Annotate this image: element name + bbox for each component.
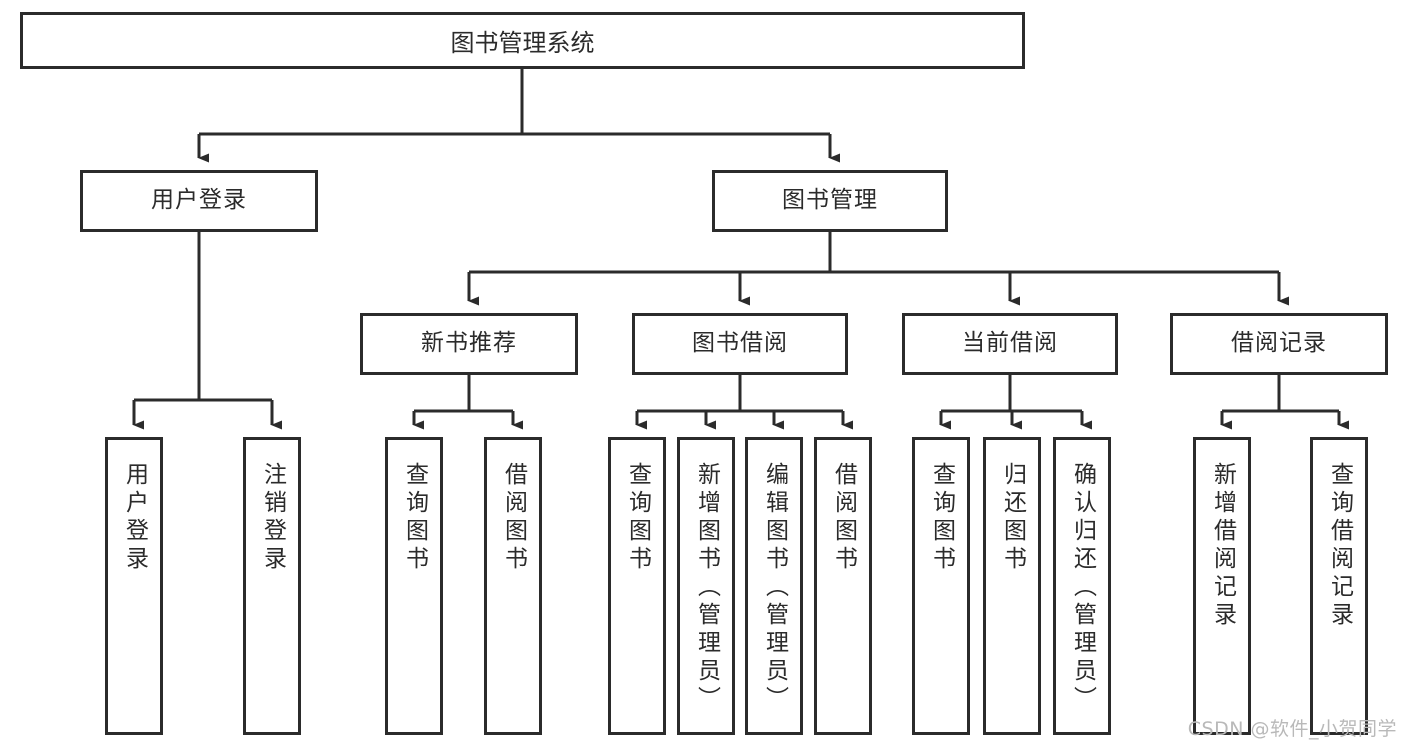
node-leaf-edit-book-admin[interactable]: 编辑图书（管理员） <box>745 437 803 735</box>
node-leaf-logout[interactable]: 注销登录 <box>243 437 301 735</box>
node-borrow-record[interactable]: 借阅记录 <box>1170 313 1388 375</box>
node-system-title[interactable]: 图书管理系统 <box>20 12 1025 69</box>
node-leaf-return-book[interactable]: 归还图书 <box>983 437 1041 735</box>
node-leaf-user-login[interactable]: 用户登录 <box>105 437 163 735</box>
node-label: 查询借阅记录 <box>1326 462 1353 630</box>
node-label: 查询图书 <box>624 462 651 574</box>
node-book-borrow[interactable]: 图书借阅 <box>632 313 848 375</box>
node-label: 图书管理 <box>782 187 878 214</box>
node-label: 新增图书（管理员） <box>693 462 720 714</box>
node-leaf-borrow-book[interactable]: 借阅图书 <box>814 437 872 735</box>
node-label: 借阅记录 <box>1231 330 1327 357</box>
node-leaf-add-book-admin[interactable]: 新增图书（管理员） <box>677 437 735 735</box>
csdn-watermark: CSDN @软件_小贺同学 <box>1187 718 1397 740</box>
node-book-management[interactable]: 图书管理 <box>712 170 948 232</box>
node-leaf-query-book-rec[interactable]: 查询图书 <box>385 437 443 735</box>
node-leaf-query-book-current[interactable]: 查询图书 <box>912 437 970 735</box>
node-label: 用户登录 <box>151 187 247 214</box>
node-label: 新书推荐 <box>421 330 517 357</box>
node-label: 注销登录 <box>259 462 286 574</box>
node-label: 归还图书 <box>999 462 1026 574</box>
node-label: 当前借阅 <box>962 330 1058 357</box>
node-label: 确认归还（管理员） <box>1069 462 1096 714</box>
node-leaf-add-borrow-record[interactable]: 新增借阅记录 <box>1193 437 1251 735</box>
node-label: 用户登录 <box>121 462 148 574</box>
node-label: 借阅图书 <box>500 462 527 574</box>
node-current-borrow[interactable]: 当前借阅 <box>902 313 1118 375</box>
node-leaf-confirm-return-admin[interactable]: 确认归还（管理员） <box>1053 437 1111 735</box>
node-label: 查询图书 <box>401 462 428 574</box>
node-label: 借阅图书 <box>830 462 857 574</box>
node-label: 图书借阅 <box>692 330 788 357</box>
node-leaf-query-book-borrow[interactable]: 查询图书 <box>608 437 666 735</box>
node-label: 编辑图书（管理员） <box>761 462 788 714</box>
node-user-login[interactable]: 用户登录 <box>80 170 318 232</box>
node-leaf-query-borrow-record[interactable]: 查询借阅记录 <box>1310 437 1368 735</box>
node-new-book-recommend[interactable]: 新书推荐 <box>360 313 578 375</box>
node-label: 查询图书 <box>928 462 955 574</box>
node-label: 图书管理系统 <box>450 29 595 57</box>
node-leaf-borrow-book-rec[interactable]: 借阅图书 <box>484 437 542 735</box>
node-label: 新增借阅记录 <box>1209 462 1236 630</box>
